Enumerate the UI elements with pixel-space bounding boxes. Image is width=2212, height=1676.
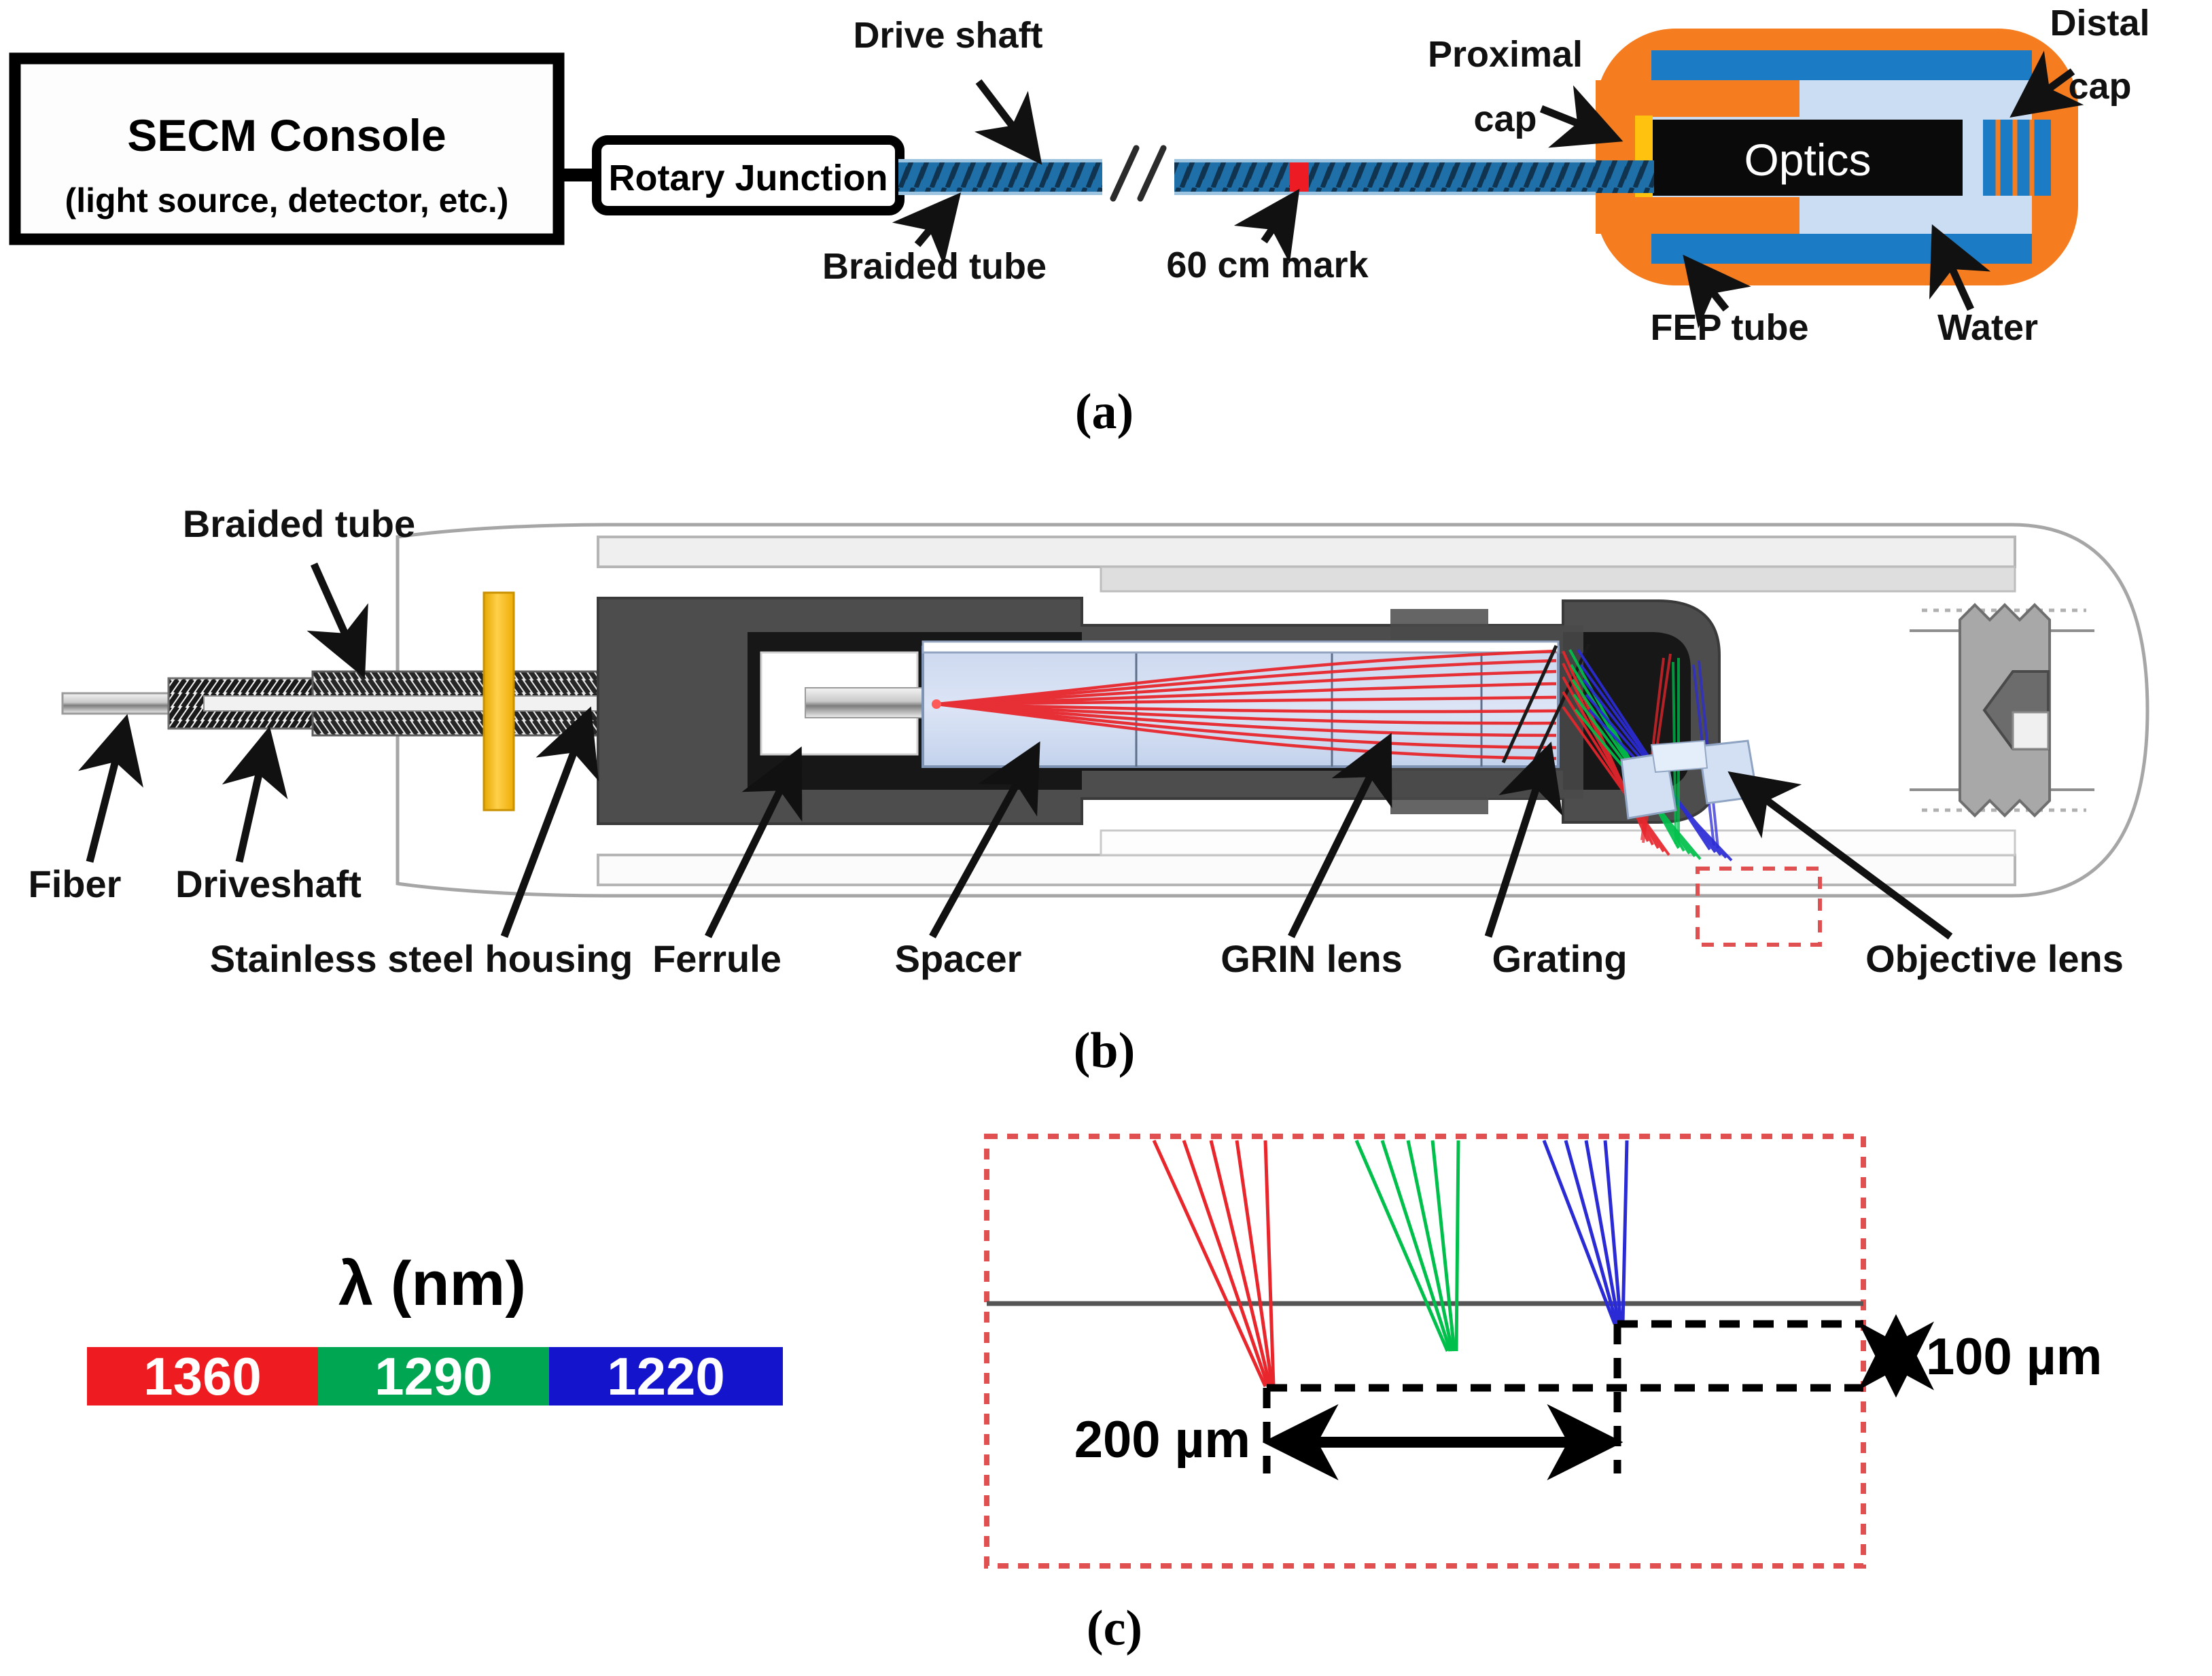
callout-braided-tube-b: Braided tube: [183, 502, 415, 545]
spot-rays-1360: [1152, 1139, 1276, 1388]
callout-fep-tube: FEP tube: [1650, 307, 1808, 348]
console-connector: [559, 169, 597, 181]
leader-spacer: [929, 741, 1040, 939]
dimension-label-200um: 200 µm: [1074, 1411, 1250, 1469]
callout-grin-lens: GRIN lens: [1221, 937, 1403, 980]
callout-grating: Grating: [1492, 937, 1627, 980]
callout-proximal-cap-line2: cap: [1473, 99, 1537, 139]
leader-proximal-cap: [1539, 85, 1623, 148]
leader-fiber: [78, 714, 143, 863]
callout-fiber: Fiber: [29, 862, 122, 905]
callout-braided-tube: Braided tube: [822, 246, 1047, 287]
panel-a: SECM Console (light source, detector, et…: [9, 3, 2150, 440]
wavelength-legend: λ (nm) 1360 1290 1220: [87, 1249, 783, 1406]
sheath-wall-bottom: [597, 854, 2016, 886]
callout-distal-cap-line1: Distal: [2050, 3, 2149, 43]
panel-label-a: (a): [1075, 384, 1134, 440]
secm-console-line2: (light source, detector, etc.): [65, 181, 509, 220]
leader-grating: [1484, 741, 1563, 938]
optics-label: Optics: [1744, 135, 1871, 185]
drive-shaft-right: [1174, 159, 1646, 195]
legend-value-1360: 1360: [143, 1346, 262, 1406]
callout-objective-lens: Objective lens: [1865, 937, 2124, 980]
panel-a-leaders: [892, 50, 2084, 329]
leader-distal-cap: [2009, 50, 2084, 118]
rotary-junction-label: Rotary Junction: [608, 158, 888, 198]
leader-driveshaft: [222, 726, 288, 863]
callout-water: Water: [1937, 307, 2038, 348]
ray-bundle-red: [936, 649, 1557, 761]
leader-braided-tube-b: [306, 562, 368, 679]
panel-label-c: (c): [1087, 1601, 1142, 1656]
epoxy-ring: [482, 591, 515, 811]
callout-driveshaft: Driveshaft: [175, 862, 362, 905]
leader-braided-tube: [892, 192, 962, 266]
fep-tube-top: [1651, 50, 2032, 80]
panel-c: λ (nm) 1360 1290 1220: [87, 1134, 2102, 1656]
spot-rays-1290: [1354, 1140, 1460, 1352]
panel-b: Braided tube Fiber Driveshaft Stainless …: [29, 502, 2149, 1079]
leader-grin: [1288, 733, 1392, 939]
callout-proximal-cap-line1: Proximal: [1428, 34, 1583, 75]
spot-rays-1220: [1542, 1140, 1629, 1325]
distal-capsule: Optics: [1596, 29, 2078, 285]
legend-value-1220: 1220: [607, 1346, 725, 1406]
sheath-wall-top: [597, 536, 2016, 568]
panel-b-leaders: [78, 562, 1953, 940]
focus-roi-box: [1696, 867, 1822, 947]
leader-objective: [1727, 771, 1953, 940]
distal-tip-setscrew: [1910, 603, 2094, 818]
legend-swatch-1220: [549, 1347, 783, 1406]
fep-tube-bottom: [1651, 234, 2032, 264]
fiber-tip-focus: [932, 699, 941, 709]
optics-block: [1653, 120, 1963, 196]
break-symbol: [1110, 145, 1167, 202]
leader-fep: [1683, 254, 1751, 329]
drive-shaft-left: [898, 159, 1102, 195]
sixty-cm-mark: [1290, 160, 1309, 193]
leader-ss-housing: [500, 706, 599, 938]
leader-ferrule: [705, 746, 803, 939]
secm-console-box: SECM Console (light source, detector, et…: [9, 52, 565, 245]
legend-swatch-1360: [87, 1347, 318, 1406]
leader-60cm: [1233, 188, 1300, 264]
leader-drive-shaft: [974, 79, 1042, 165]
legend-swatch-1290: [318, 1347, 549, 1406]
rotary-junction-box: Rotary Junction: [592, 135, 905, 215]
legend-title: λ (nm): [338, 1249, 526, 1319]
callout-spacer: Spacer: [895, 937, 1022, 980]
panel-label-b: (b): [1074, 1023, 1135, 1079]
callout-ferrule: Ferrule: [652, 937, 782, 980]
legend-value-1290: 1290: [374, 1346, 493, 1406]
callout-ss-housing: Stainless steel housing: [210, 937, 633, 980]
secm-console-line1: SECM Console: [127, 110, 446, 160]
callout-distal-cap-line2: cap: [2068, 66, 2131, 107]
callout-drive-shaft: Drive shaft: [853, 15, 1042, 56]
callout-60cm-mark: 60 cm mark: [1166, 245, 1369, 285]
dimension-label-100um: 100 µm: [1926, 1328, 2102, 1386]
leader-water: [1929, 224, 1991, 311]
